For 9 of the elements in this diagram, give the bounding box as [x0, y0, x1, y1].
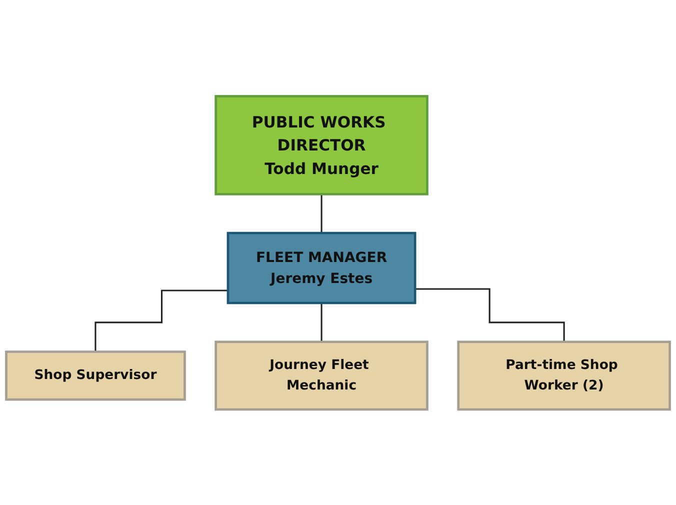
node-box: Journey Fleet Mechanic [214, 340, 428, 410]
node-box: Shop Supervisor [5, 350, 186, 400]
connector [320, 302, 322, 342]
node-box: FLEET MANAGER Jeremy Estes [226, 232, 416, 304]
connector [415, 288, 565, 342]
node-box: PUBLIC WORKS DIRECTOR Todd Munger [214, 94, 428, 195]
connector [320, 193, 322, 234]
connector [94, 289, 228, 352]
node-box: Part-time Shop Worker (2) [457, 340, 671, 410]
